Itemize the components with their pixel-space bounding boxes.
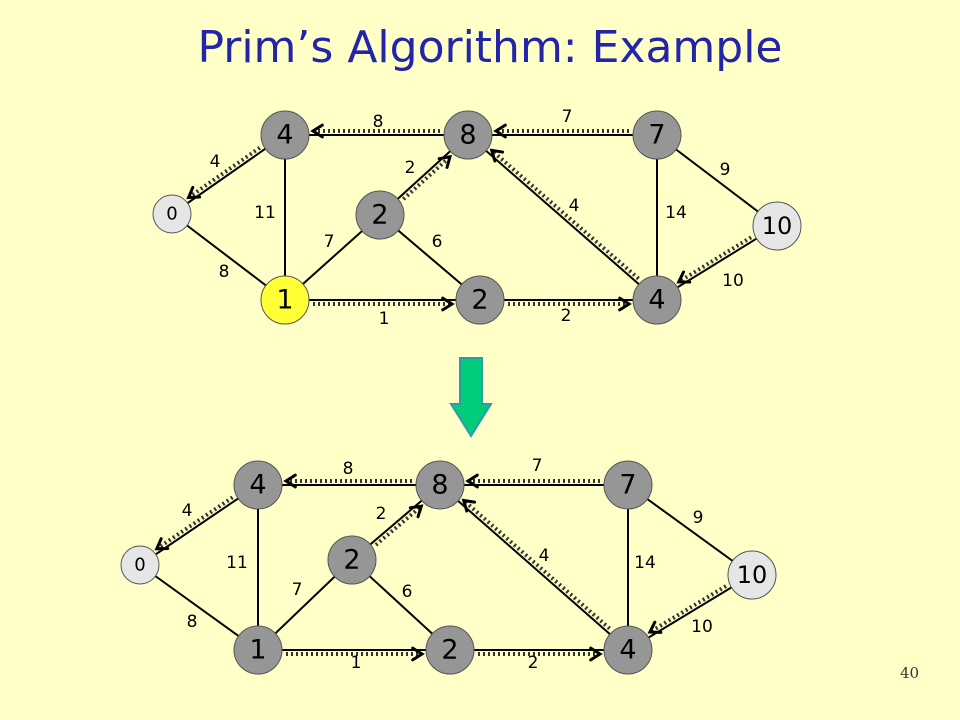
edge-weight-d-e: 9 xyxy=(720,160,731,180)
edge-weight-g-i: 6 xyxy=(402,582,413,602)
tree-arrow-b-a xyxy=(186,146,261,200)
edge-weight-c-i: 2 xyxy=(376,504,387,524)
edge-weight-d-e: 9 xyxy=(693,508,704,528)
node-key-d: 7 xyxy=(648,120,665,151)
tree-arrow-g-f xyxy=(478,646,603,662)
node-f: 4 xyxy=(603,625,653,675)
node-key-d: 7 xyxy=(619,470,636,501)
node-key-f: 4 xyxy=(619,635,636,666)
edge-weight-b-h: 11 xyxy=(254,203,276,223)
node-c: 8 xyxy=(443,110,493,160)
node-e: 10 xyxy=(727,550,777,600)
slide-title: Prim’s Algorithm: Example xyxy=(197,22,783,73)
node-key-h: 1 xyxy=(276,285,293,316)
node-d: 7 xyxy=(603,460,653,510)
node-key-a: 0 xyxy=(166,204,177,225)
node-key-c: 8 xyxy=(431,470,448,501)
edge-weight-b-h: 11 xyxy=(226,553,248,573)
down-arrow-icon xyxy=(449,357,493,438)
node-a: 0 xyxy=(120,545,160,585)
edge-weight-a-h: 8 xyxy=(187,612,198,632)
node-key-i: 2 xyxy=(343,545,360,576)
edge-weight-b-c: 8 xyxy=(373,112,384,132)
node-a: 0 xyxy=(152,194,192,234)
edge-c-f xyxy=(439,484,629,651)
node-b: 4 xyxy=(233,460,283,510)
graph-bottom: 4 8 8 11 7 2 4 9 14 10 2 1 6 7 0 4 8 7 10 4 2 1 2 xyxy=(120,456,777,675)
node-key-i: 2 xyxy=(371,200,388,231)
edge-weight-h-i: 7 xyxy=(292,580,303,600)
node-key-g: 2 xyxy=(471,285,488,316)
node-d: 7 xyxy=(632,110,682,160)
edge-weight-a-b: 4 xyxy=(182,501,193,521)
edge-weight-f-g: 2 xyxy=(561,306,572,326)
tree-arrow-c-b xyxy=(310,123,440,139)
node-f: 4 xyxy=(632,275,682,325)
edge-weight-a-h: 8 xyxy=(219,262,230,282)
node-key-e: 10 xyxy=(762,212,793,240)
edge-weight-e-f: 10 xyxy=(691,617,713,637)
edge-weight-g-h: 1 xyxy=(351,653,362,673)
edge-weight-c-f: 4 xyxy=(569,196,580,216)
tree-arrow-e-f xyxy=(647,584,728,634)
edge-weight-c-f: 4 xyxy=(539,546,550,566)
node-key-h: 1 xyxy=(249,635,266,666)
tree-arrow-f-c xyxy=(461,498,611,631)
node-key-g: 2 xyxy=(441,635,458,666)
tree-arrow-e-f xyxy=(676,235,753,284)
node-g: 2 xyxy=(455,275,505,325)
node-key-b: 4 xyxy=(249,470,266,501)
edge-weight-d-f: 14 xyxy=(634,553,656,573)
node-key-e: 10 xyxy=(737,561,768,589)
edge-c-f xyxy=(467,134,658,301)
node-i: 2 xyxy=(327,535,377,585)
edge-d-e xyxy=(656,134,778,227)
graph-top: 4 8 8 11 7 2 4 9 14 10 2 1 6 7 0 4 8 7 10 4 2 1 2 xyxy=(152,107,802,329)
node-h: 1 xyxy=(260,275,310,325)
tree-arrow-f-c xyxy=(489,148,640,281)
tree-arrow-h-g xyxy=(313,296,455,312)
tree-arrow-i-c xyxy=(402,154,453,201)
node-key-f: 4 xyxy=(648,285,665,316)
node-h: 1 xyxy=(233,625,283,675)
tree-arrow-d-c xyxy=(493,123,629,139)
node-key-a: 0 xyxy=(134,555,145,576)
node-g: 2 xyxy=(425,625,475,675)
tree-arrow-d-c xyxy=(465,473,600,489)
edge-weight-c-d: 7 xyxy=(562,107,573,127)
tree-arrow-c-b xyxy=(283,473,412,489)
tree-arrow-h-g xyxy=(286,646,425,662)
node-c: 8 xyxy=(415,460,465,510)
node-key-b: 4 xyxy=(276,120,293,151)
page-number: 40 xyxy=(900,664,920,682)
edge-weight-f-g: 2 xyxy=(528,653,539,673)
node-key-c: 8 xyxy=(459,120,476,151)
tree-arrow-g-f xyxy=(508,296,632,312)
edge-weight-c-i: 2 xyxy=(405,158,416,178)
tree-arrow-b-a xyxy=(154,495,234,551)
edge-weight-g-h: 1 xyxy=(379,309,390,329)
node-b: 4 xyxy=(260,110,310,160)
edge-weight-e-f: 10 xyxy=(722,271,744,291)
edge-weight-c-d: 7 xyxy=(532,456,543,476)
edge-weight-h-i: 7 xyxy=(324,232,335,252)
tree-arrow-i-c xyxy=(374,504,424,547)
edge-weight-g-i: 6 xyxy=(432,232,443,252)
node-i: 2 xyxy=(355,190,405,240)
edge-weight-d-f: 14 xyxy=(665,203,687,223)
edge-weight-a-b: 4 xyxy=(210,152,221,172)
edge-d-e xyxy=(627,484,753,576)
node-e: 10 xyxy=(752,201,802,251)
edge-weight-b-c: 8 xyxy=(343,459,354,479)
